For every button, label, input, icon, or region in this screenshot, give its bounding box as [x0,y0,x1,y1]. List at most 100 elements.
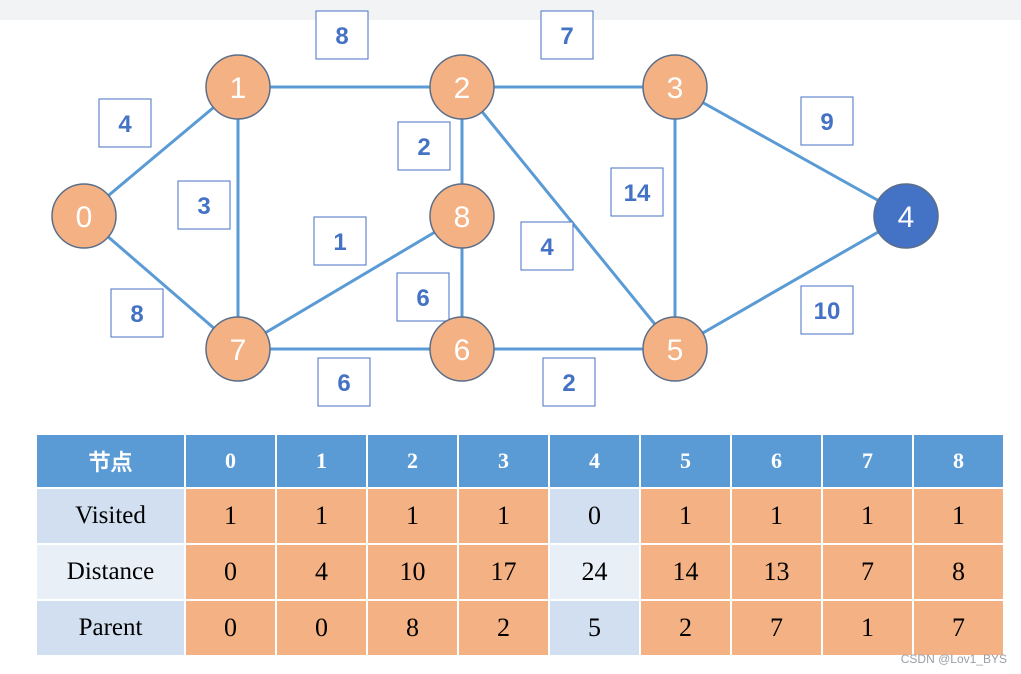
edge-weight-box: 8 [110,288,164,338]
top-bar [0,0,1021,20]
table-cell: 1 [914,489,1003,543]
edge-0-7 [83,214,239,351]
table-cell: 1 [277,489,366,543]
edge-weight-label: 4 [118,111,132,138]
edge-weight-box: 6 [317,357,371,407]
table-cell: 8 [368,601,457,655]
column-header: 1 [277,435,366,487]
node-label: 3 [667,72,684,105]
column-header: 8 [914,435,1003,487]
column-header: 5 [641,435,730,487]
table-cell: 1 [732,489,821,543]
current-node-circle [873,183,939,249]
graph-node: 4 [873,183,939,249]
table-cell: 1 [823,601,912,655]
node-label: 2 [454,72,471,105]
table-cell: 13 [732,545,821,599]
table-row-visited: Visited 1 1 1 1 0 1 1 1 1 [37,489,1003,543]
edge-0-1 [83,85,239,218]
table-cell: 7 [914,601,1003,655]
table-cell: 0 [550,489,639,543]
nodes: 0 1 2 3 4 5 6 7 8 [51,54,939,382]
table-cell: 2 [641,601,730,655]
edge-weight-label: 6 [337,370,350,397]
table-cell: 7 [732,601,821,655]
edge-weight-label: 9 [820,109,833,136]
table-row-parent: Parent 0 0 8 2 5 2 7 1 7 [37,601,1003,655]
row-label: Visited [37,489,184,543]
edge-weight-box: 1 [313,216,367,266]
table-cell: 1 [368,489,457,543]
edge-weight-box: 14 [610,167,664,217]
table-cell: 0 [186,545,275,599]
table-header-row: 节点 0 1 2 3 4 5 6 7 8 [37,435,1003,487]
edge-weight-box: 10 [800,285,854,335]
node-label: 4 [898,201,915,234]
table-cell: 2 [459,601,548,655]
column-header: 4 [550,435,639,487]
row-label: Parent [37,601,184,655]
edge-weight-box: 7 [540,10,594,60]
node-label: 5 [667,334,684,367]
column-header: 6 [732,435,821,487]
table-cell: 5 [550,601,639,655]
table-cell: 17 [459,545,548,599]
dijkstra-state-table: 节点 0 1 2 3 4 5 6 7 8 Visited 1 1 1 1 0 1… [35,433,1005,657]
edge-7-8 [237,214,463,351]
graph-node: 8 [429,183,495,249]
table-cell: 7 [823,545,912,599]
table-row-distance: Distance 0 4 10 17 24 14 13 7 8 [37,545,1003,599]
node-label: 0 [76,201,93,234]
visited-node-circle [51,183,117,249]
edge-weight-label: 8 [130,301,143,328]
edge-weight-box: 3 [177,180,231,230]
edge-weight-box: 2 [542,357,596,407]
table-cell: 4 [277,545,366,599]
table-cell: 14 [641,545,730,599]
edge-weight-label: 8 [335,23,348,50]
edge-weight-box: 9 [800,96,854,146]
visited-node-circle [429,183,495,249]
table-cell: 24 [550,545,639,599]
node-label: 6 [454,334,471,367]
node-label: 7 [230,334,247,367]
edge-3-4 [674,85,907,218]
edge-weight-label: 3 [197,193,210,220]
row-label: Distance [37,545,184,599]
table-cell: 1 [641,489,730,543]
edge-weight-label: 2 [562,370,575,397]
edge-weight-box: 2 [397,121,451,171]
column-header: 3 [459,435,548,487]
edge-weight-box: 8 [315,10,369,60]
table-cell: 10 [368,545,457,599]
visited-node-circle [429,54,495,120]
visited-node-circle [205,54,271,120]
edge-weight-label: 7 [560,23,573,50]
graph-node: 2 [429,54,495,120]
node-label: 8 [454,201,471,234]
edge-weight-label: 10 [814,298,841,325]
table-cell: 0 [277,601,366,655]
edge-4-5 [674,214,907,351]
edge-weight-label: 2 [417,134,430,161]
table-cell: 0 [186,601,275,655]
watermark: CSDN @Lov1_BYS [900,652,1007,666]
column-header: 0 [186,435,275,487]
graph-node: 1 [205,54,271,120]
graph-node: 7 [205,316,271,382]
graph-node: 3 [642,54,708,120]
graph-node: 0 [51,183,117,249]
edge-weight-label: 14 [624,180,651,207]
edge-weight-label: 6 [416,285,429,312]
node-label: 1 [230,72,247,105]
table-cell: 1 [186,489,275,543]
edge-weight-label: 1 [333,229,346,256]
edge-weight-box: 4 [98,98,152,148]
visited-node-circle [642,54,708,120]
table-corner-header: 节点 [37,435,184,487]
table-cell: 8 [914,545,1003,599]
column-header: 7 [823,435,912,487]
graph-node: 5 [642,316,708,382]
